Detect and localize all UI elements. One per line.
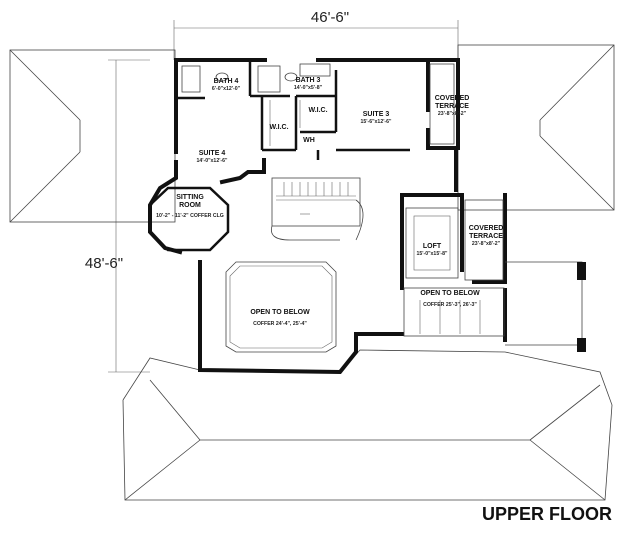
plan-title: UPPER FLOOR	[482, 504, 612, 524]
svg-text:OPEN TO BELOW: OPEN TO BELOW	[420, 290, 480, 297]
loft-shape	[405, 207, 459, 279]
depth-dimension-label: 48'-6"	[85, 255, 123, 272]
svg-text:6'-0"x12'-0": 6'-0"x12'-0"	[212, 86, 241, 92]
open-below-main-coffer	[225, 261, 337, 353]
width-dimension-label: 46'-6"	[311, 9, 349, 26]
svg-text:23'-8"x8'-2": 23'-8"x8'-2"	[438, 111, 467, 117]
label-bath3: BATH 3 14'-0"x5'-8"	[294, 77, 323, 91]
svg-text:LOFT: LOFT	[423, 243, 442, 250]
label-sitting-room: SITTING ROOM 10'-2" - 11'-2" COFFER CLG	[156, 194, 224, 219]
svg-text:SITTING: SITTING	[176, 194, 204, 201]
svg-text:SUITE 4: SUITE 4	[199, 150, 226, 157]
svg-text:W.I.C.: W.I.C.	[269, 124, 288, 131]
label-loft: LOFT 15'-0"x15'-8"	[416, 243, 448, 257]
bath-fixtures	[181, 63, 455, 146]
svg-text:14'-0"x5'-8": 14'-0"x5'-8"	[294, 85, 323, 91]
label-suite3: SUITE 3 15'-6"x12'-6"	[360, 111, 392, 125]
svg-text:OPEN TO BELOW: OPEN TO BELOW	[250, 309, 310, 316]
right-terrace-balcony	[464, 199, 586, 352]
open-below-right-shape	[403, 287, 505, 337]
svg-text:ROOM: ROOM	[179, 202, 201, 209]
depth-dimension: 48'-6"	[85, 59, 150, 373]
label-wh: WH	[303, 137, 315, 144]
svg-text:COVERED: COVERED	[435, 95, 470, 102]
svg-text:BATH 3: BATH 3	[296, 77, 321, 84]
width-dimension: 46'-6"	[173, 9, 459, 60]
label-wic-left: W.I.C.	[269, 124, 288, 131]
svg-text:BATH 4: BATH 4	[214, 78, 239, 85]
svg-text:SUITE 3: SUITE 3	[363, 111, 390, 118]
roof-left	[9, 49, 176, 223]
svg-text:15'-6"x12'-6": 15'-6"x12'-6"	[360, 119, 392, 125]
svg-text:TERRACE: TERRACE	[435, 103, 469, 110]
stairs	[271, 177, 364, 241]
svg-text:COVERED: COVERED	[469, 225, 504, 232]
label-suite4: SUITE 4 14'-0"x12'-6"	[196, 150, 228, 164]
svg-text:14'-0"x12'-6": 14'-0"x12'-6"	[196, 158, 228, 164]
svg-text:TERRACE: TERRACE	[469, 233, 503, 240]
label-bath4: BATH 4 6'-0"x12'-0"	[212, 78, 241, 92]
label-open-below-right: OPEN TO BELOW COFFER 25'-3", 26'-3"	[420, 290, 480, 308]
svg-text:COFFER 24'-4", 25'-4": COFFER 24'-4", 25'-4"	[253, 321, 307, 327]
svg-text:W.I.C.: W.I.C.	[308, 107, 327, 114]
svg-text:15'-0"x15'-8": 15'-0"x15'-8"	[416, 251, 448, 257]
roof-right	[457, 44, 615, 211]
svg-text:WH: WH	[303, 137, 315, 144]
label-covered-terrace-right: COVERED TERRACE 23'-8"x8'-2"	[469, 225, 504, 247]
svg-text:COFFER 25'-3", 26'-3": COFFER 25'-3", 26'-3"	[423, 302, 477, 308]
interior-walls	[176, 60, 410, 160]
svg-text:10'-2" - 11'-2" COFFER CLG: 10'-2" - 11'-2" COFFER CLG	[156, 213, 224, 219]
sitting-room-shape	[148, 186, 230, 252]
label-open-below-main: OPEN TO BELOW COFFER 24'-4", 25'-4"	[250, 309, 310, 327]
roof-bottom	[122, 349, 613, 501]
label-covered-terrace-top: COVERED TERRACE 23'-8"x8'-2"	[435, 95, 470, 117]
svg-text:23'-8"x8'-2": 23'-8"x8'-2"	[472, 241, 501, 247]
label-wic-right: W.I.C.	[308, 107, 327, 114]
